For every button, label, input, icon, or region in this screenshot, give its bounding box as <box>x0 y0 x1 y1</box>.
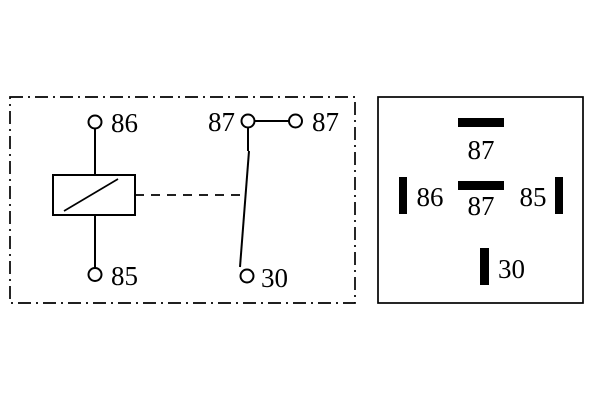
terminal-87-circle <box>240 113 256 129</box>
pin-label-86: 86 <box>417 182 444 212</box>
pinout-boundary-box <box>377 96 584 304</box>
coil-symbol-box <box>52 174 136 216</box>
label-85: 85 <box>111 261 138 291</box>
coil-diagonal-line <box>63 178 119 212</box>
terminal-30-circle <box>239 268 255 284</box>
pin-30-blade <box>480 248 489 285</box>
pin-label-87-top: 87 <box>468 135 495 165</box>
label-87-aux: 87 <box>312 107 339 137</box>
pin-85-blade <box>555 177 563 214</box>
pin-87-top-blade <box>458 118 504 127</box>
label-87-switch: 87 <box>208 107 235 137</box>
pin-label-85: 85 <box>520 182 547 212</box>
terminal-86-circle <box>87 114 103 130</box>
pin-86-blade <box>399 177 407 214</box>
pin-87-center-blade <box>458 181 504 190</box>
switch-blade-line <box>239 150 250 268</box>
label-30: 30 <box>261 263 288 293</box>
relay-schematic: 86 87 87 85 30 <box>9 96 356 304</box>
terminal-85-circle <box>87 267 103 282</box>
pin-label-30: 30 <box>498 254 525 284</box>
label-86: 86 <box>111 108 138 138</box>
relay-pinout: 87 86 87 85 30 <box>377 96 584 304</box>
terminal-87aux-circle <box>288 113 303 129</box>
pin-label-87-center: 87 <box>468 191 495 221</box>
